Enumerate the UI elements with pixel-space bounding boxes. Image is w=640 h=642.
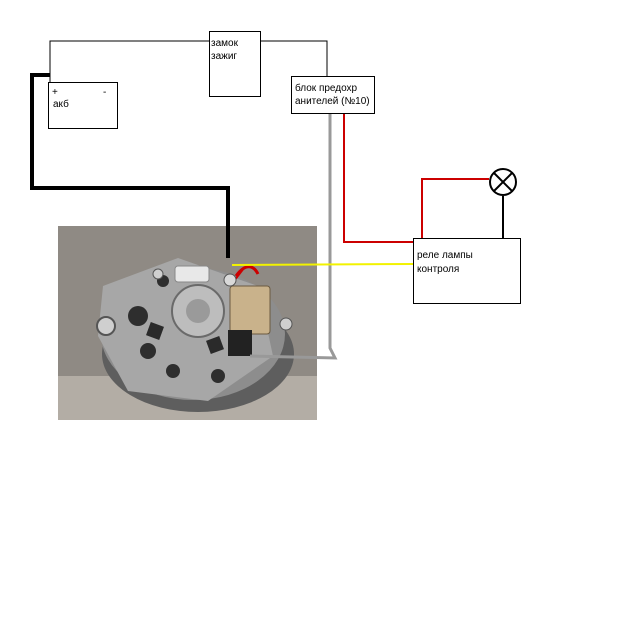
terminal-connector bbox=[174, 265, 210, 283]
diode bbox=[206, 336, 224, 354]
output-terminal bbox=[223, 273, 237, 287]
wire-gray-fuse-to-alternator bbox=[249, 114, 338, 360]
photo-red-wire bbox=[234, 265, 260, 277]
diode bbox=[146, 322, 164, 340]
wire-red-relay-to-lamp bbox=[421, 178, 489, 238]
mounting-bolt bbox=[96, 316, 116, 336]
battery-label: акб bbox=[53, 99, 69, 110]
housing-hole bbox=[211, 369, 225, 383]
ignition-label-line1: замок bbox=[211, 38, 238, 49]
fuse-box: блок предохр анителей (№10) bbox=[291, 76, 375, 114]
fusebox-label-line2: анителей (№10) bbox=[295, 96, 370, 107]
battery-box: + - акб bbox=[48, 82, 118, 129]
regulator-plug bbox=[228, 330, 252, 356]
bearing-center bbox=[186, 299, 210, 323]
alternator-photo bbox=[58, 226, 317, 420]
battery-minus-label: - bbox=[103, 87, 107, 98]
regulator-screw bbox=[279, 317, 293, 331]
mounting-bolt bbox=[152, 268, 164, 280]
wire-battery-to-alternator bbox=[30, 75, 230, 258]
battery-plus-label: + bbox=[52, 87, 58, 98]
lamp-cross-line bbox=[493, 172, 513, 192]
housing-hole bbox=[166, 364, 180, 378]
housing-hole bbox=[140, 343, 156, 359]
alternator-drawing bbox=[58, 226, 317, 420]
wire-red-fuse-to-relay bbox=[343, 114, 413, 243]
relay-label-line1: реле лампы bbox=[417, 250, 473, 261]
relay-box: реле лампы контроля bbox=[413, 238, 521, 304]
ignition-label-line2: зажиг bbox=[211, 51, 238, 62]
wire-ignition-to-fusebox bbox=[261, 40, 328, 76]
relay-label-line2: контроля bbox=[417, 264, 460, 275]
housing-hole bbox=[128, 306, 148, 326]
lamp-icon bbox=[489, 168, 517, 196]
ignition-switch-box: замок зажиг bbox=[209, 31, 261, 97]
fusebox-label-line1: блок предохр bbox=[295, 83, 358, 94]
wire-yellow-alternator-to-relay bbox=[231, 263, 414, 266]
wire-battery-to-ignition bbox=[49, 40, 209, 82]
